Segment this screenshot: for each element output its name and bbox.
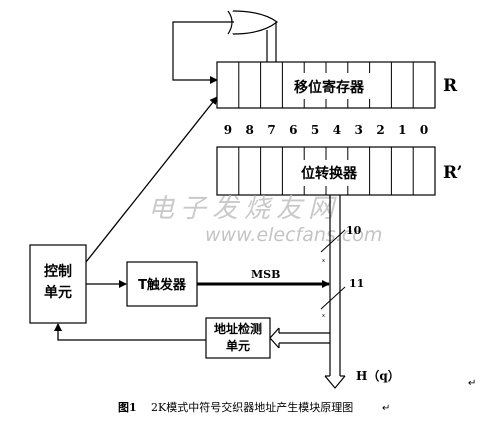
control-unit: 控制 单元 (29, 244, 87, 324)
return-mark-caption: ↵ (382, 403, 390, 414)
output-label: H（q） (356, 368, 400, 383)
address-to-control-arrow (54, 323, 206, 341)
bus-label-11: 11 (349, 277, 364, 290)
feedback-line (172, 21, 234, 84)
bit-label: 0 (420, 123, 428, 137)
bit-label: 7 (267, 123, 275, 137)
address-detect-line2: 单元 (226, 338, 250, 353)
address-detect-line1: 地址检测 (214, 321, 262, 336)
control-unit-line1: 控制 (44, 263, 72, 280)
output-bus (324, 195, 346, 389)
bit-label: 3 (355, 123, 363, 137)
address-detect-unit: 地址检测 单元 (205, 317, 271, 359)
t-flipflop-label: T触发器 (138, 277, 187, 293)
bus-tap-bottom (320, 286, 346, 310)
converter-label: 位转换器 (301, 165, 358, 182)
return-mark-right: ↵ (468, 378, 476, 389)
shift-register-side-label: R (443, 76, 458, 96)
bit-label: 1 (398, 123, 406, 137)
bus-to-address-arrow (269, 327, 330, 349)
t-flipflop: T触发器 (126, 261, 198, 307)
figure-number: 图1 (118, 401, 137, 414)
bus-small-label-top: x (322, 258, 325, 264)
msb-label: MSB (251, 268, 280, 281)
control-unit-line2: 单元 (44, 284, 72, 301)
shift-register: 移位寄存器 (216, 61, 436, 109)
bit-label: 2 (376, 123, 384, 137)
converter-cells (238, 147, 414, 195)
bit-label: 9 (224, 123, 232, 137)
watermark-chinese: 电子发烧友网 (148, 194, 340, 224)
bit-label: 5 (311, 123, 319, 137)
bus-small-label-bottom: x (322, 313, 325, 319)
bus-label-10: 10 (346, 224, 362, 237)
bit-converter: 位转换器 (216, 146, 436, 196)
shift-register-label: 移位寄存器 (294, 79, 365, 96)
bit-label: 8 (246, 123, 254, 137)
xor-gate-icon (227, 10, 278, 35)
figure-caption: 2K模式中符号交织器地址产生模块原理图 (151, 400, 353, 414)
control-to-register-arrow (85, 96, 218, 263)
bit-label: 6 (289, 123, 297, 137)
bus-tap-top (320, 229, 346, 253)
watermark-url: www.elecfans.com (205, 224, 382, 246)
bit-label: 4 (333, 123, 341, 137)
converter-side-label: R’ (443, 163, 462, 183)
